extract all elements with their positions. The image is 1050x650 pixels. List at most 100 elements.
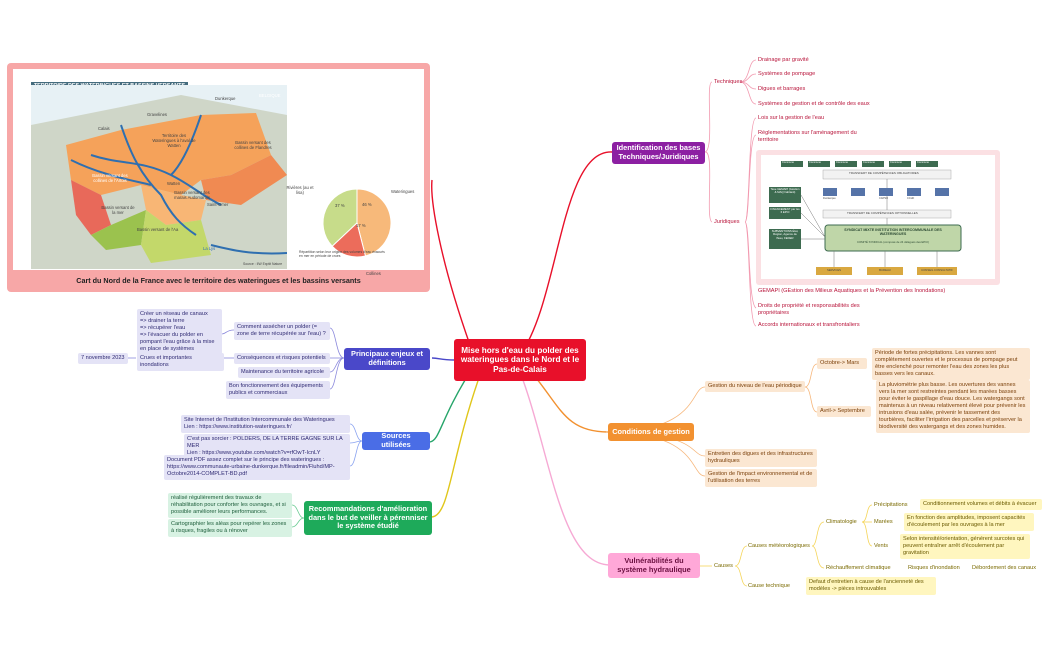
pie-label-collines: Collines bbox=[366, 271, 381, 276]
node-reglementations[interactable]: Réglementations sur l'aménagement du ter… bbox=[758, 130, 857, 143]
pie-label-wateringues: Wateringues bbox=[391, 189, 415, 194]
node-droits[interactable]: Droits de propriété et responsabilités d… bbox=[758, 303, 860, 316]
map-place-belgique: BELGIQUE bbox=[259, 93, 281, 98]
node-techniques[interactable]: Techniques bbox=[714, 79, 743, 85]
node-source-2[interactable]: C'est pas sorcier : POLDERS, DE LA TERRE… bbox=[184, 434, 350, 459]
branch-sources[interactable]: Sources utilisées bbox=[362, 432, 430, 450]
gemapi-syndicat-sub: COMITÉ SYNDICAL (composé de 24 délégués … bbox=[856, 240, 930, 244]
node-cause-technique[interactable]: Cause technique bbox=[748, 583, 790, 589]
node-assecher[interactable]: Comment assécher un polder (= zone de te… bbox=[234, 322, 330, 340]
map-place-mer: Bassin versant de la mer bbox=[101, 205, 135, 216]
pie-slice-0 bbox=[322, 188, 358, 247]
wateringues-map bbox=[31, 85, 287, 269]
map-place-saint-omer: Saint-Omer bbox=[207, 202, 229, 207]
tech-item-0[interactable]: Drainage par gravité bbox=[758, 57, 809, 63]
tech-item-2[interactable]: Digues et barrages bbox=[758, 86, 806, 92]
gemapi-diagram: Commune Commune Commune Commune Commune … bbox=[756, 150, 1000, 285]
node-fonctionnement[interactable]: Bon fonctionnement des équipements publi… bbox=[226, 381, 330, 399]
map-place-audomarois: Bassin versant des marais Audomarois bbox=[174, 190, 210, 201]
tech-item-3[interactable]: Systèmes de gestion et de contrôle des e… bbox=[758, 101, 870, 107]
node-gestion-niveau[interactable]: Gestion du niveau de l'eau périodique bbox=[705, 381, 805, 392]
node-gemapi[interactable]: GEMAPI (GEstion des Milieux Aquatiques e… bbox=[758, 288, 946, 294]
gemapi-syndicat: SYNDICAT MIXTE INSTITUTION INTERCOMMUNAL… bbox=[844, 228, 942, 237]
node-causes[interactable]: Causes bbox=[714, 563, 733, 569]
map-source: Source : IIW Exptit Nature bbox=[243, 262, 283, 266]
map-caption: Cart du Nord de la France avec le territ… bbox=[76, 276, 361, 285]
map-image-frame: TERRITOIRE DES WATERINGUES ET BASSINS VE… bbox=[13, 69, 424, 276]
gemapi-top-2: Commune bbox=[836, 161, 848, 164]
map-place-artois: Bassin versant des collines de l'Artois bbox=[92, 173, 128, 184]
map-place-wateringues: Territoire des Wateringues à l'aval de W… bbox=[152, 133, 196, 149]
pie-value-1: 46 % bbox=[362, 202, 372, 207]
node-climatologie[interactable]: Climatologie bbox=[826, 519, 857, 525]
node-octobre-desc: Période de fortes précipitations. Les va… bbox=[872, 348, 1030, 380]
gemapi-bottom-0: SERVICES bbox=[826, 268, 842, 272]
gemapi-top-5: Commune bbox=[917, 161, 929, 164]
gemapi-transfert-opt: TRANSFERT DE COMPÉTENCES OPTIONNELLES bbox=[847, 211, 918, 215]
node-lois[interactable]: Lois sur la gestion de l'eau bbox=[758, 115, 825, 121]
node-risques[interactable]: Risques d'inondation bbox=[908, 565, 960, 571]
gemapi-logo-2: CCHF bbox=[907, 197, 915, 200]
gemapi-flowchart bbox=[769, 161, 962, 275]
tech-item-1[interactable]: Systèmes de pompage bbox=[758, 71, 816, 77]
node-rechauffement[interactable]: Réchauffement climatique bbox=[826, 565, 891, 571]
node-avril-desc: La pluviométrie plus basse. Les ouvertur… bbox=[876, 380, 1030, 433]
branch-conditions[interactable]: Conditions de gestion bbox=[608, 423, 694, 441]
node-entretien[interactable]: Entretien des digues et des infrastructu… bbox=[705, 449, 817, 467]
pie-value-2: 17 % bbox=[356, 223, 366, 228]
node-recommandation-2[interactable]: Cartographier les aléas pour repérer les… bbox=[168, 519, 292, 537]
node-impact[interactable]: Gestion de l'impact environnemental et d… bbox=[705, 469, 817, 487]
gemapi-logo-1: CAPSO bbox=[879, 197, 889, 200]
pie-label-rivieres: Rivières (au et lisa) bbox=[286, 185, 314, 196]
branch-identification[interactable]: Identification des bases Techniques/Juri… bbox=[612, 142, 705, 164]
node-debordement[interactable]: Débordement des canaux bbox=[972, 565, 1037, 571]
node-octobre-mars[interactable]: Octobre-> Mars bbox=[817, 358, 867, 369]
gemapi-top-0: Commune bbox=[782, 161, 794, 164]
gemapi-bottom-1: BUREAU bbox=[879, 268, 891, 272]
gemapi-top-3: Commune bbox=[863, 161, 875, 164]
map-place-watten: Watten bbox=[167, 181, 181, 186]
node-recommandation-1[interactable]: réalisé régulièrement des travaux de réh… bbox=[168, 493, 292, 518]
branch-recommandations[interactable]: Recommandations d'amélioration dans le b… bbox=[304, 501, 432, 535]
map-place-aa: Bassin versant de l'Aa bbox=[137, 227, 179, 232]
map-place-flandres: Bassin versant des collines de Flandres bbox=[234, 140, 272, 151]
pie-note: Répartition selon leur origine des volum… bbox=[299, 250, 385, 259]
node-accords[interactable]: Accords internationaux et transfrontalie… bbox=[758, 322, 860, 328]
node-marees[interactable]: Marées bbox=[874, 519, 893, 525]
gemapi-left-1: Taxe GEMAPI (Géstion & MAQ habitant) bbox=[770, 187, 800, 195]
node-precipitations[interactable]: Précipitations bbox=[874, 502, 908, 508]
origin-pie-chart bbox=[322, 188, 392, 258]
node-juridiques[interactable]: Juridiques bbox=[714, 219, 740, 225]
branch-enjeux[interactable]: Principaux enjeux et définitions bbox=[344, 348, 430, 370]
pie-slice-1 bbox=[356, 188, 392, 257]
node-source-3[interactable]: Document PDF assez complet sur le princi… bbox=[164, 455, 350, 480]
node-source-1[interactable]: Site Internet de l'Institution Intercomm… bbox=[181, 415, 350, 433]
node-crues[interactable]: Crues et importantes inondations bbox=[137, 353, 224, 371]
map-image-panel: TERRITOIRE DES WATERINGUES ET BASSINS VE… bbox=[7, 63, 430, 292]
branch-vulnerabilites[interactable]: Vulnérabilités du système hydraulique bbox=[608, 553, 700, 578]
map-place-gravelines: Gravelines bbox=[147, 112, 168, 117]
gemapi-logo-0: Dunkerque bbox=[823, 197, 836, 200]
gemapi-left-2: FINANCEMENT par les 6 EPCI bbox=[770, 207, 800, 215]
node-technique-desc: Defaut d'entretien à cause de l'ancienne… bbox=[806, 577, 936, 595]
node-meteo[interactable]: Causes météorologiques bbox=[748, 543, 810, 549]
pie-value-0: 37 % bbox=[335, 203, 345, 208]
gemapi-top-1: Commune bbox=[809, 161, 821, 164]
gemapi-transfert-oblig: TRANSFERT DE COMPÉTENCES OBLIGATOIRES bbox=[849, 171, 919, 175]
gemapi-bottom-2: CONSEIL CONSULTATIF bbox=[921, 268, 953, 272]
node-date: 7 novembre 2023 bbox=[78, 353, 128, 364]
gemapi-diagram-image: Commune Commune Commune Commune Commune … bbox=[761, 155, 995, 279]
gemapi-left-3: SUBVENTIONS État, Région, Agence de l'Ea… bbox=[771, 229, 799, 240]
node-avril-septembre[interactable]: Avril-> Septembre bbox=[817, 406, 871, 417]
node-maintenance[interactable]: Maintenance du territoire agricole bbox=[238, 367, 330, 378]
node-vents[interactable]: Vents bbox=[874, 543, 888, 549]
map-place-calais: Calais bbox=[98, 126, 110, 131]
central-topic[interactable]: Mise hors d'eau du polder des wateringue… bbox=[454, 339, 586, 381]
pie-slice-2 bbox=[331, 222, 367, 258]
gemapi-top-4: Commune bbox=[890, 161, 902, 164]
node-vents-desc: Selon intensité/orientation, générent su… bbox=[900, 534, 1030, 559]
node-consequences[interactable]: Conséquences et risques potentiels bbox=[234, 353, 330, 364]
node-marees-desc: En fonction des amplitudes, imposent cap… bbox=[904, 513, 1034, 531]
map-place-lys: La Lys bbox=[203, 246, 216, 251]
